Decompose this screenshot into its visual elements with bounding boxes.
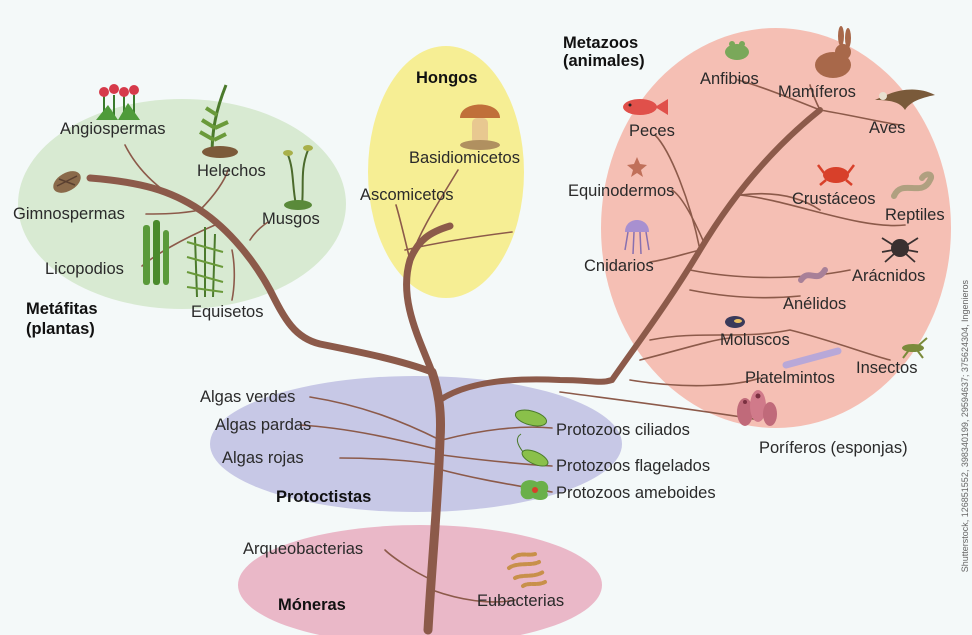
animal-branch bbox=[437, 107, 823, 403]
label-aves: Aves bbox=[869, 119, 906, 137]
group-metazoos: Metazoos (animales) bbox=[563, 34, 645, 71]
group-metafitas: Metáfitas (plantas) bbox=[26, 300, 98, 338]
label-basidiomicetos: Basidiomicetos bbox=[409, 149, 520, 167]
label-equisetos: Equisetos bbox=[191, 303, 264, 321]
label-arqueobacterias: Arqueobacterias bbox=[243, 540, 364, 558]
label-gimnospermas: Gimnospermas bbox=[13, 205, 125, 223]
label-angiospermas: Angiospermas bbox=[60, 120, 166, 138]
crab-icon bbox=[817, 164, 855, 186]
label-platelmintos: Platelmintos bbox=[745, 369, 835, 387]
label-cnidarios: Cnidarios bbox=[584, 257, 654, 275]
fish-icon bbox=[623, 99, 668, 115]
moss-icon bbox=[283, 145, 313, 210]
label-anelidos: Anélidos bbox=[783, 295, 847, 313]
label-algas-rojas: Algas rojas bbox=[222, 449, 304, 467]
group-hongos: Hongos bbox=[416, 69, 478, 87]
label-moluscos: Moluscos bbox=[720, 331, 790, 349]
snake-icon bbox=[891, 171, 934, 199]
label-eubacterias: Eubacterias bbox=[477, 592, 565, 610]
rabbit-icon bbox=[815, 26, 851, 78]
fern-icon bbox=[199, 84, 238, 158]
label-mamiferos: Mamíferos bbox=[778, 83, 856, 101]
fungi-branch bbox=[403, 222, 454, 376]
label-peces: Peces bbox=[629, 122, 675, 140]
label-poriferos: Poríferos (esponjas) bbox=[759, 439, 908, 457]
eagle-icon bbox=[875, 89, 935, 110]
spider-icon bbox=[881, 237, 919, 263]
label-crustaceos: Crustáceos bbox=[792, 190, 876, 208]
label-aracnidos: Arácnidos bbox=[852, 267, 926, 285]
animals-region bbox=[601, 28, 951, 428]
starfish-icon bbox=[627, 157, 647, 177]
image-credit: Shutterstock, 126851552, 398340199, 2959… bbox=[960, 280, 970, 573]
horsetail-icon bbox=[186, 227, 224, 298]
frog-icon bbox=[725, 41, 749, 60]
paramecium-icon bbox=[514, 409, 548, 427]
label-algas-verdes: Algas verdes bbox=[200, 388, 296, 406]
mussel-icon bbox=[725, 316, 745, 328]
label-ascomicetos: Ascomicetos bbox=[360, 186, 454, 204]
label-anfibios: Anfibios bbox=[700, 70, 759, 88]
sponge-icon bbox=[737, 390, 777, 426]
label-reptiles: Reptiles bbox=[885, 206, 945, 224]
label-protozoos-ameboides: Protozoos ameboides bbox=[556, 484, 716, 502]
clubmoss-icon bbox=[143, 220, 169, 285]
bacteria-icon bbox=[507, 552, 547, 588]
mushroom-icon bbox=[460, 104, 500, 150]
group-protoctistas: Protoctistas bbox=[276, 488, 372, 506]
amoeba-icon bbox=[520, 480, 549, 500]
worm-icon bbox=[798, 267, 828, 283]
label-algas-pardas: Algas pardas bbox=[215, 416, 312, 434]
label-musgos: Musgos bbox=[262, 210, 320, 228]
label-protozoos-ciliados: Protozoos ciliados bbox=[556, 421, 690, 439]
label-protozoos-flagelados: Protozoos flagelados bbox=[556, 457, 711, 475]
pine-cone-icon bbox=[53, 171, 81, 193]
label-helechos: Helechos bbox=[197, 162, 266, 180]
grasshopper-icon bbox=[902, 337, 928, 359]
label-licopodios: Licopodios bbox=[45, 260, 124, 278]
group-moneras: Móneras bbox=[278, 596, 346, 614]
tulip-flowers-icon bbox=[96, 84, 140, 120]
label-insectos: Insectos bbox=[856, 359, 918, 377]
flatworm-icon bbox=[782, 347, 842, 369]
euglena-icon bbox=[516, 433, 549, 467]
label-equinodermos: Equinodermos bbox=[568, 182, 675, 200]
tree-twigs bbox=[124, 79, 906, 603]
monera-region bbox=[238, 525, 602, 635]
plants-region bbox=[18, 99, 346, 309]
jellyfish-icon bbox=[624, 220, 650, 255]
